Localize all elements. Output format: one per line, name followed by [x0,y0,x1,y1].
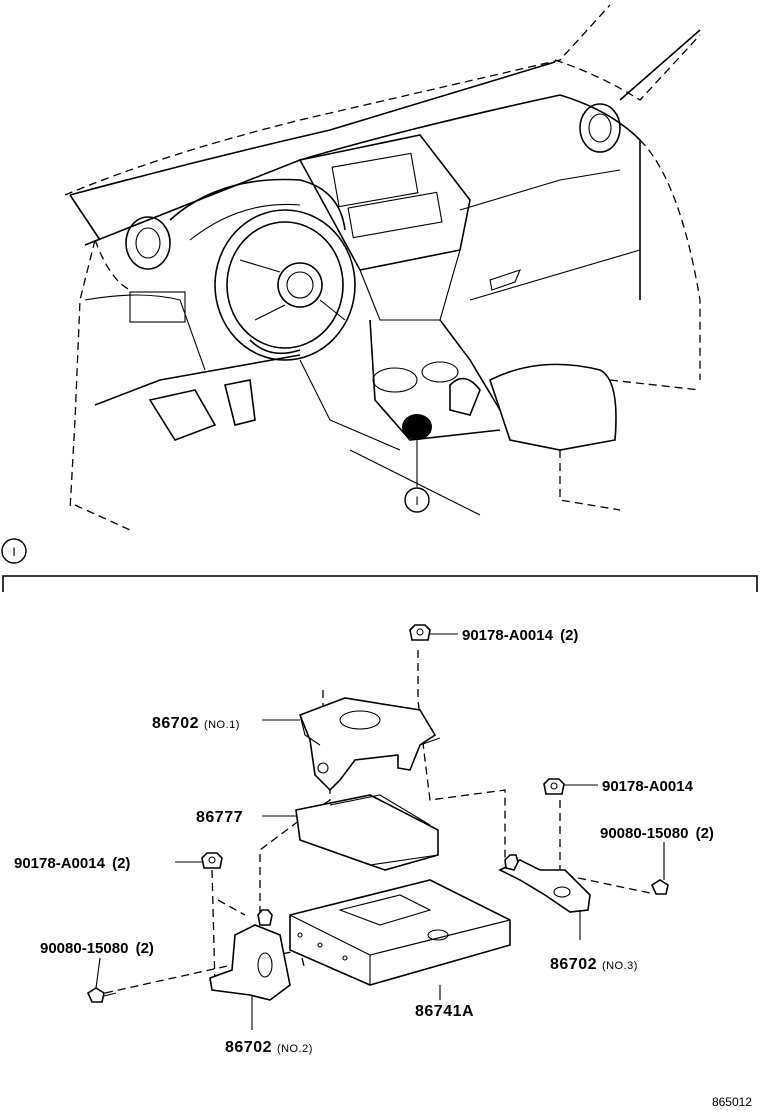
bracket-no2-shape [209,909,291,1030]
part-label-86777: 86777 [196,809,243,826]
nut-right [543,778,565,795]
part-label-90080-right: 90080-15080 (2) [600,825,714,842]
part-label-90178-left: 90178-A0014 (2) [14,855,130,872]
part-label-90178-upper: 90178-A0014 (2) [462,627,578,644]
dashboard-illustration [64,4,701,531]
part-label-86702-no1: 86702 (NO.1) [152,715,240,732]
part-number: 86702 [152,715,199,732]
part-number: 86777 [196,809,243,826]
part-label-86702-no2: 86702 (NO.2) [225,1039,313,1056]
section-marker: I [1,538,27,564]
part-label-86741a: 86741A [415,1003,474,1020]
part-qty: (2) [696,825,714,842]
callout-marker-label: I [415,494,418,508]
bracket-no1-shape [298,697,441,792]
part-qty: (2) [560,627,578,644]
leader-lines [95,633,665,989]
cover-shape [295,794,439,871]
part-number: 86702 [550,956,597,973]
callout-marker: I [404,487,430,513]
part-number: 90178-A0014 [462,627,554,644]
part-number: 90178-A0014 [14,855,106,872]
part-label-90080-left: 90080-15080 (2) [40,940,154,957]
svg-text:90080-15080 (2): 90080-15080 (2) [600,825,714,842]
svg-text:90178-A0014 (2): 90178-A0014 (2) [14,855,130,872]
nut-upper [409,624,431,641]
svg-text:90178-A0014 (2): 90178-A0014 (2) [462,627,578,644]
bolt-right [650,850,669,895]
svg-text:86702 (NO.3): 86702 (NO.3) [550,956,638,973]
computer-box-shape [289,879,511,1000]
part-number: 86702 [225,1039,272,1056]
section-divider [2,575,758,592]
exploded-assembly [86,624,669,1030]
part-note: (NO.1) [204,719,240,731]
part-label-90178-right: 90178-A0014 [602,778,694,795]
part-note: (NO.2) [277,1043,313,1055]
part-label-86702-no3: 86702 (NO.3) [550,956,638,973]
bolt-left [86,987,117,1003]
svg-text:86702 (NO.1): 86702 (NO.1) [152,715,240,732]
part-number: 90178-A0014 [602,778,694,795]
bracket-no3-shape [498,854,591,940]
part-qty: (2) [112,855,130,872]
part-number: 90080-15080 [600,825,688,842]
part-note: (NO.3) [602,960,638,972]
nut-left [201,852,223,869]
part-number: 86741A [415,1003,474,1020]
svg-text:90080-15080 (2): 90080-15080 (2) [40,940,154,957]
svg-text:86702 (NO.2): 86702 (NO.2) [225,1039,313,1056]
section-marker-label: I [12,545,15,559]
figure-reference: 865012 [712,1095,752,1109]
part-number: 90080-15080 [40,940,128,957]
part-qty: (2) [136,940,154,957]
